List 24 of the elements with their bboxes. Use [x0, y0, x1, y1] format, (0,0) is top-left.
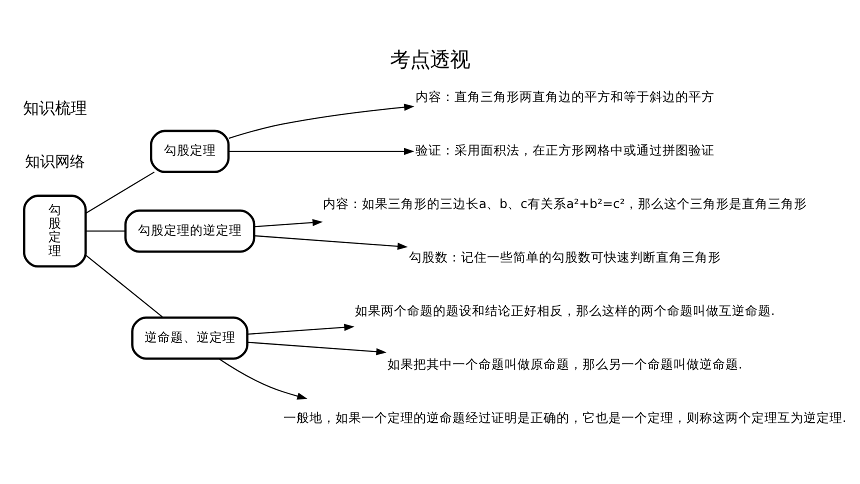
node-text: 验证：采用面积法，在正方形网格中或通过拼图验证 — [415, 142, 714, 158]
arrow — [228, 103, 414, 138]
arrow — [228, 147, 414, 155]
connector — [85, 254, 164, 318]
node-text: 一般地，如果一个定理的逆命题经过证明是正确的，它也是一个定理，则称这两个定理互为逆定理. — [283, 410, 846, 425]
node-box: 勾股定理的逆定理 — [124, 208, 256, 252]
arrow — [248, 323, 354, 334]
diagram-title: 考点透视 — [390, 47, 470, 71]
label: 知识梳理 — [22, 98, 87, 118]
node-box: 勾股定理 — [23, 194, 87, 268]
label: 知识网络 — [24, 153, 85, 170]
node-text: 内容：直角三角形两直角边的平方和等于斜边的平方 — [415, 88, 714, 104]
connector — [86, 171, 155, 214]
node-box: 勾股定理 — [150, 129, 230, 173]
node-text: 内容：如果三角形的三边长a、b、c有关系a²+b²=c²，那么这个三角形是直角三角形 — [322, 196, 807, 211]
arrow — [248, 341, 387, 355]
connector — [86, 230, 126, 232]
arrow — [218, 358, 308, 400]
arrow — [254, 234, 408, 250]
arrow — [254, 218, 323, 227]
node-box: 逆命题、逆定理 — [131, 316, 248, 360]
node-text: 如果把其中一个命题叫做原命题，那么另一个命题叫做逆命题. — [387, 356, 742, 372]
node-text: 勾股数：记住一些简单的勾股数可快速判断直角三角形 — [408, 249, 721, 264]
node-text: 如果两个命题的题设和结论正好相反，那么这样的两个命题叫做互逆命题. — [354, 302, 775, 318]
